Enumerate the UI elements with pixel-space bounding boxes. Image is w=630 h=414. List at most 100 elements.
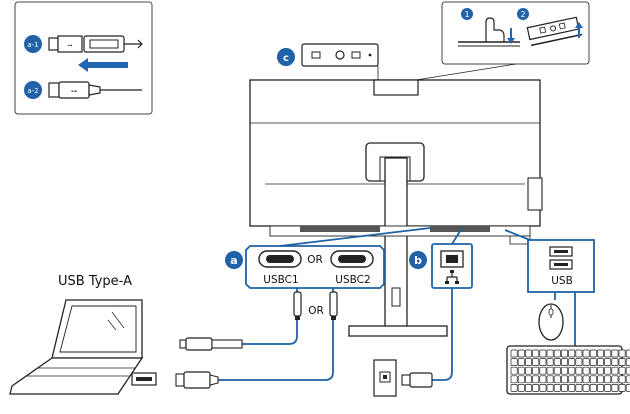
keyboard-key [546, 384, 554, 392]
inset-frame [14, 1, 153, 115]
keyboard-key [553, 349, 561, 358]
keyboard-key [604, 384, 612, 392]
usb-a-plug-icon-laptop [175, 371, 219, 389]
keyboard-key [532, 349, 540, 358]
keyboard-key [546, 366, 554, 375]
keyboard-key [553, 358, 561, 366]
badge-b-text: b [414, 254, 422, 267]
callout-usb: USB [504, 229, 595, 293]
badge-a1-text: a-1 [27, 41, 38, 49]
badge-a2 [24, 81, 42, 99]
badge-c [277, 48, 295, 66]
usb-c-adapter-icon: ⊶ [48, 35, 143, 53]
keyboard-key [582, 384, 590, 392]
keyboard-key [532, 366, 540, 375]
ethernet-plug-icon [401, 372, 433, 388]
inset-webcam: c [277, 43, 379, 80]
webcam-icon [301, 43, 379, 67]
keyboard-key [517, 384, 525, 392]
usbc2-label: USBC2 [335, 274, 370, 286]
keyboard-key [510, 358, 518, 366]
keyboard-key [517, 366, 525, 375]
or-ports-label: OR [307, 254, 323, 266]
usb-a-plug-icon: ⊶ [48, 81, 142, 99]
keyboard-key [568, 375, 576, 384]
keyboard-key [539, 358, 547, 366]
keyboard-key [625, 375, 630, 384]
keyboard-key [589, 366, 597, 375]
keyboard-key [618, 349, 626, 358]
keyboard-key [510, 366, 518, 375]
keyboard-key [575, 375, 583, 384]
keyboard-key [525, 349, 532, 358]
keyboard-key [517, 358, 525, 366]
insert-arrow [78, 58, 128, 72]
keyboard-key [618, 366, 626, 375]
keyboard-key [546, 349, 554, 358]
keyboard-key [553, 375, 561, 384]
keyboard-key [597, 384, 604, 392]
badge-step2 [517, 8, 529, 20]
keyboard-key [575, 349, 583, 358]
keyboard-key [532, 358, 540, 366]
svg-text:⊶: ⊶ [71, 88, 77, 95]
badge-step1-text: 1 [464, 10, 469, 19]
keyboard-key [582, 366, 590, 375]
badge-c-text: c [283, 53, 289, 64]
keyboard-key [561, 384, 568, 392]
hand-icon [485, 17, 505, 42]
svg-text:⊶: ⊶ [68, 43, 73, 49]
keyboard-key [525, 358, 532, 366]
keyboard-key [604, 366, 612, 375]
monitor-rear [249, 79, 543, 337]
badge-a-text: a [230, 254, 237, 267]
usb-c-vertical-plugs [293, 291, 338, 320]
side-button-panel [527, 177, 543, 211]
keyboard-key [575, 384, 583, 392]
webcam-popup-icon [526, 16, 583, 47]
or-cables-label: OR [308, 305, 324, 317]
usbc1-label: USBC1 [263, 274, 298, 286]
ethernet-icon [440, 250, 464, 284]
keyboard-key [611, 349, 619, 358]
keyboard-key [575, 358, 583, 366]
keyboard-key [625, 366, 630, 375]
keyboard-key [625, 358, 630, 366]
keyboard-key [568, 384, 576, 392]
keyboard-key [539, 375, 547, 384]
keyboard-key [561, 366, 568, 375]
keyboard-key [597, 366, 604, 375]
keyboard-key [625, 384, 630, 392]
keyboard-key [532, 384, 540, 392]
mouse-icon [538, 303, 564, 341]
keyboard-key [561, 349, 568, 358]
keyboard-key [589, 358, 597, 366]
keyboard-key [539, 384, 547, 392]
keyboard-key [510, 375, 518, 384]
keyboard-key [568, 358, 576, 366]
keyboard-key [568, 366, 576, 375]
keyboard-key [611, 358, 619, 366]
badge-a2-text: a-2 [27, 87, 38, 95]
keyboard-key [611, 384, 619, 392]
inset-webcam-popup: 1 2 [441, 1, 590, 65]
stand-base [348, 325, 448, 337]
keyboard-key [561, 358, 568, 366]
inset-usb-adapter: a-1 ⊶ a-2 ⊶ [14, 1, 153, 115]
keyboard-key [582, 375, 590, 384]
badge-a1 [24, 35, 42, 53]
keyboard-key [618, 375, 626, 384]
down-arrow-icon [507, 28, 515, 44]
keyboard-key [618, 358, 626, 366]
keyboard-icon [506, 345, 630, 395]
wall-jack-icon [373, 359, 397, 397]
badge-b [409, 251, 427, 269]
keyboard-key [510, 384, 518, 392]
keyboard-key [553, 366, 561, 375]
keyboard-key [604, 375, 612, 384]
keyboard-key [575, 366, 583, 375]
usb-type-a-label: USB Type-A [58, 274, 132, 289]
keyboard-key [604, 349, 612, 358]
keyboard-key [553, 384, 561, 392]
